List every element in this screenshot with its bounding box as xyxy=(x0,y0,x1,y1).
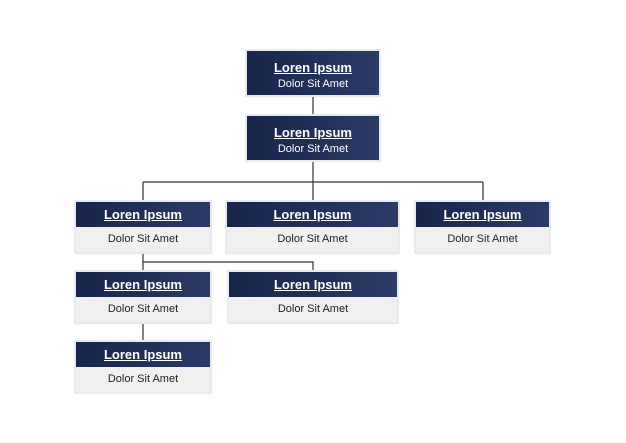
node-header: Loren Ipsum xyxy=(76,342,210,367)
node-subtitle: Dolor Sit Amet xyxy=(277,303,349,315)
org-node-manager-left: Loren Ipsum Dolor Sit Amet xyxy=(76,202,210,252)
node-title: Loren Ipsum xyxy=(103,347,182,362)
node-header: Loren Ipsum xyxy=(76,202,210,227)
org-node-director: Loren Ipsum Dolor Sit Amet xyxy=(247,116,379,160)
node-header: Loren Ipsum xyxy=(76,272,210,297)
node-title: Loren Ipsum xyxy=(273,125,352,140)
org-node-ceo: Loren Ipsum Dolor Sit Amet xyxy=(247,51,379,95)
node-title: Loren Ipsum xyxy=(273,277,352,292)
node-subtitle: Dolor Sit Amet xyxy=(277,143,349,155)
node-title: Loren Ipsum xyxy=(103,207,182,222)
node-title: Loren Ipsum xyxy=(273,60,352,75)
node-title: Loren Ipsum xyxy=(443,207,522,222)
node-subtitle: Dolor Sit Amet xyxy=(107,233,179,245)
node-subtitle: Dolor Sit Amet xyxy=(107,373,179,385)
node-title: Loren Ipsum xyxy=(103,277,182,292)
node-title: Loren Ipsum xyxy=(273,207,352,222)
org-node-manager-right: Loren Ipsum Dolor Sit Amet xyxy=(416,202,549,252)
org-node-manager-middle: Loren Ipsum Dolor Sit Amet xyxy=(227,202,398,252)
node-header: Loren Ipsum xyxy=(416,202,549,227)
connector-manager-left-staff xyxy=(142,252,314,272)
org-node-staff-left: Loren Ipsum Dolor Sit Amet xyxy=(76,272,210,322)
connector-director-managers xyxy=(142,160,484,202)
node-header: Loren Ipsum xyxy=(229,272,397,297)
org-node-staff-bottom: Loren Ipsum Dolor Sit Amet xyxy=(76,342,210,392)
node-header: Loren Ipsum xyxy=(227,202,398,227)
node-subtitle: Dolor Sit Amet xyxy=(277,78,349,90)
node-subtitle: Dolor Sit Amet xyxy=(107,303,179,315)
org-node-staff-middle: Loren Ipsum Dolor Sit Amet xyxy=(229,272,397,322)
node-subtitle: Dolor Sit Amet xyxy=(277,233,348,245)
node-subtitle: Dolor Sit Amet xyxy=(447,233,518,245)
